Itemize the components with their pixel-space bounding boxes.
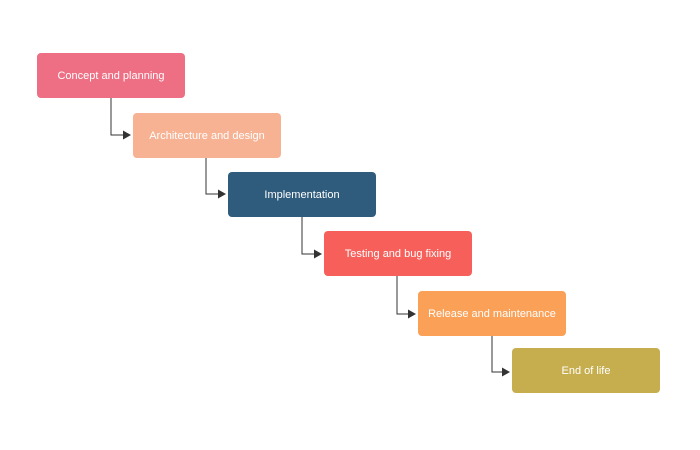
arrowhead-icon (408, 309, 416, 319)
connector-4-5 (396, 276, 409, 315)
arrowhead-icon (218, 189, 226, 199)
step-release-and-maintenance: Release and maintenance (418, 291, 566, 336)
step-end-of-life: End of life (512, 348, 660, 393)
step-implementation: Implementation (228, 172, 376, 217)
arrowhead-icon (123, 130, 131, 140)
step-testing-and-bug-fixing: Testing and bug fixing (324, 231, 472, 276)
connector-3-4 (301, 217, 315, 255)
connector-1-2 (110, 98, 124, 136)
step-architecture-and-design: Architecture and design (133, 113, 281, 158)
connector-5-6 (491, 336, 503, 373)
connector-2-3 (205, 158, 219, 195)
step-concept-and-planning: Concept and planning (37, 53, 185, 98)
arrowhead-icon (502, 367, 510, 377)
arrowhead-icon (314, 249, 322, 259)
